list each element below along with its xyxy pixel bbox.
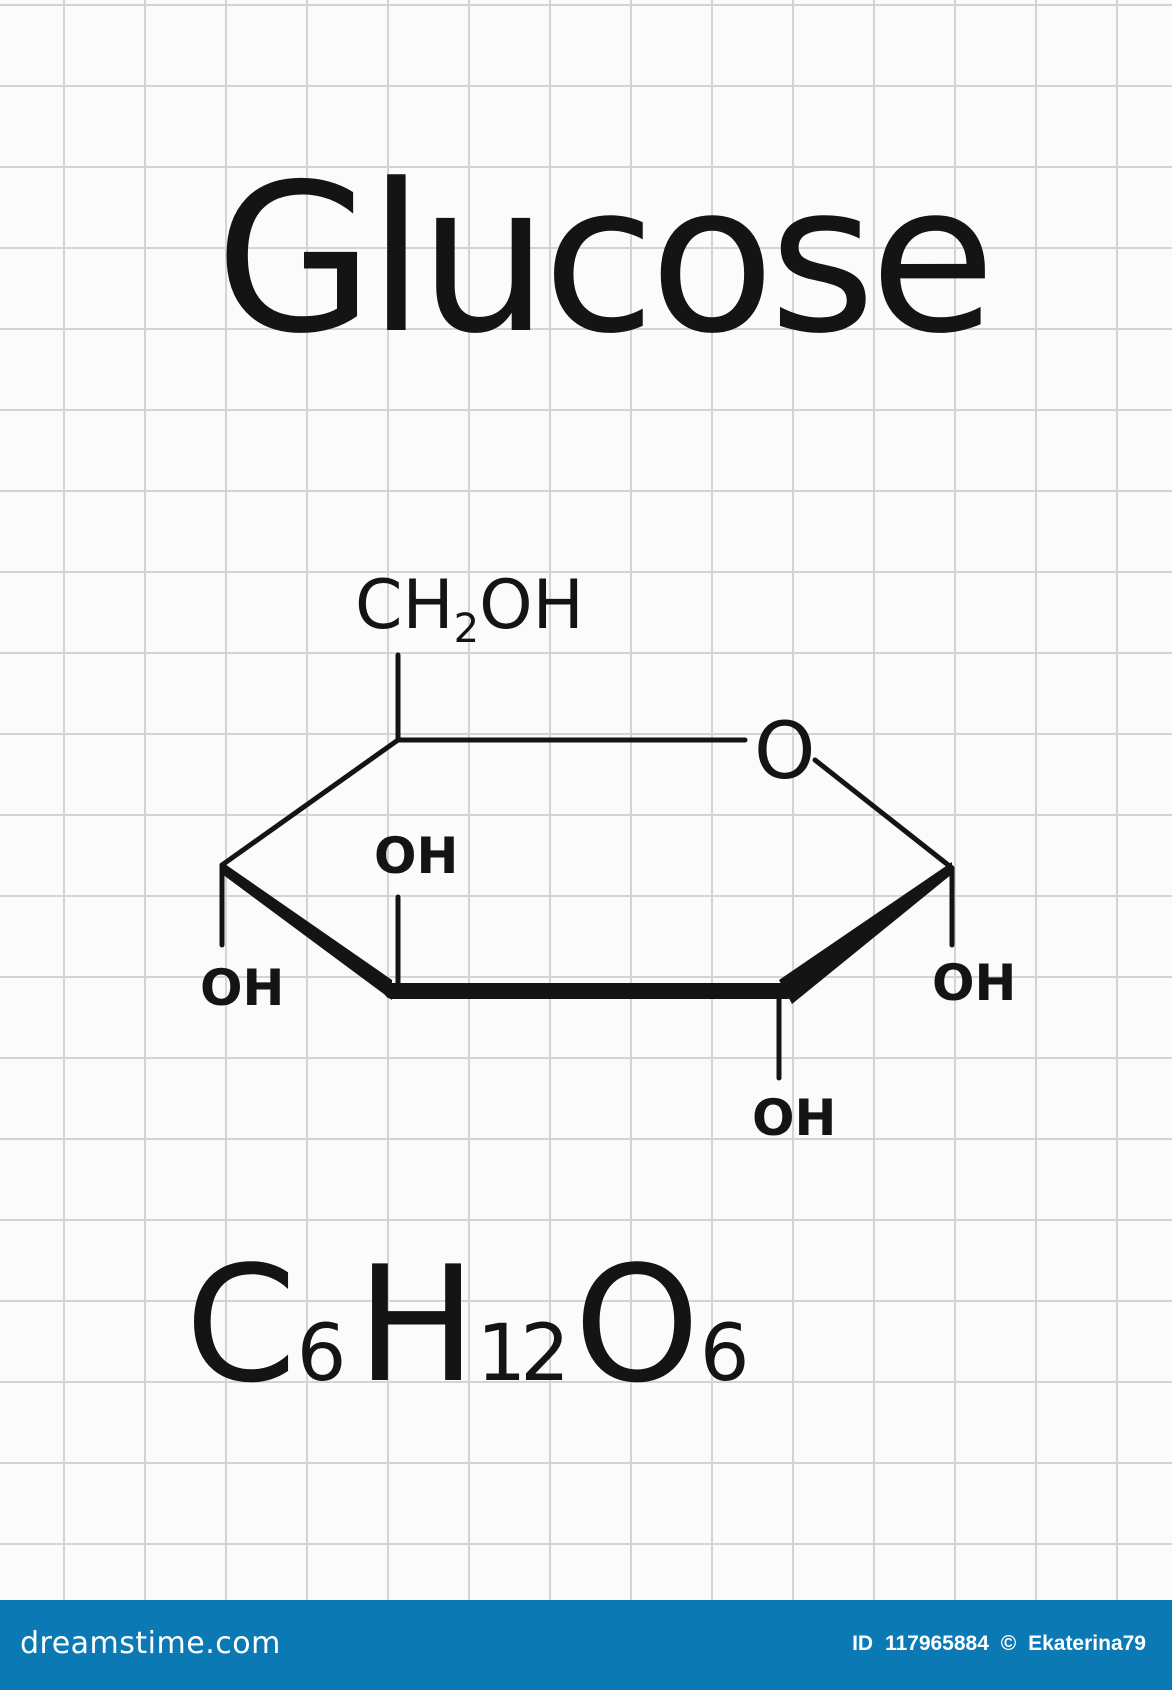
ch2oh-label: CH2OH: [355, 566, 584, 652]
oh-label-c1: OH: [932, 954, 1016, 1012]
title-text: Glucose: [215, 141, 990, 379]
bond-c4-c3-wedge: [222, 862, 392, 1000]
formula-oxygen: O: [574, 1231, 700, 1418]
copyright-symbol: ©: [1000, 1632, 1017, 1655]
id-value: 117965884: [884, 1632, 989, 1655]
bond-o-c1: [812, 757, 955, 871]
formula-oxygen-count: 6: [700, 1309, 750, 1399]
id-label: ID: [852, 1632, 874, 1655]
molecular-formula: C6H12O6: [185, 1231, 750, 1418]
formula-carbon: C: [185, 1231, 297, 1418]
bond-c5-c4: [219, 737, 401, 868]
bond-c2-c1-wedge: [779, 862, 952, 1004]
graph-paper-background: [0, 0, 1172, 1600]
brand-logo-text: dreamstime.com: [20, 1626, 281, 1661]
glucose-drawing: Glucose CH2OH O OH OH OH OH C6H12O6: [185, 141, 1016, 1418]
formula-hydrogen-count: 12: [477, 1309, 564, 1399]
ch2oh-tail: OH: [479, 566, 584, 645]
author-name: Ekaterina79: [1028, 1632, 1146, 1655]
oh-label-c2: OH: [752, 1089, 836, 1147]
image-credit: ID 117965884 © Ekaterina79: [846, 1632, 1146, 1656]
formula-hydrogen: H: [356, 1231, 476, 1418]
ch2oh-main: CH: [355, 566, 454, 645]
ch2oh-subscript: 2: [454, 606, 479, 652]
formula-carbon-count: 6: [297, 1309, 347, 1399]
ring-oxygen-label: O: [754, 707, 815, 797]
watermark-footer: dreamstime.com ID 117965884 © Ekaterina7…: [0, 1600, 1172, 1690]
oh-label-c3: OH: [374, 827, 458, 885]
oh-label-c4: OH: [200, 959, 284, 1017]
